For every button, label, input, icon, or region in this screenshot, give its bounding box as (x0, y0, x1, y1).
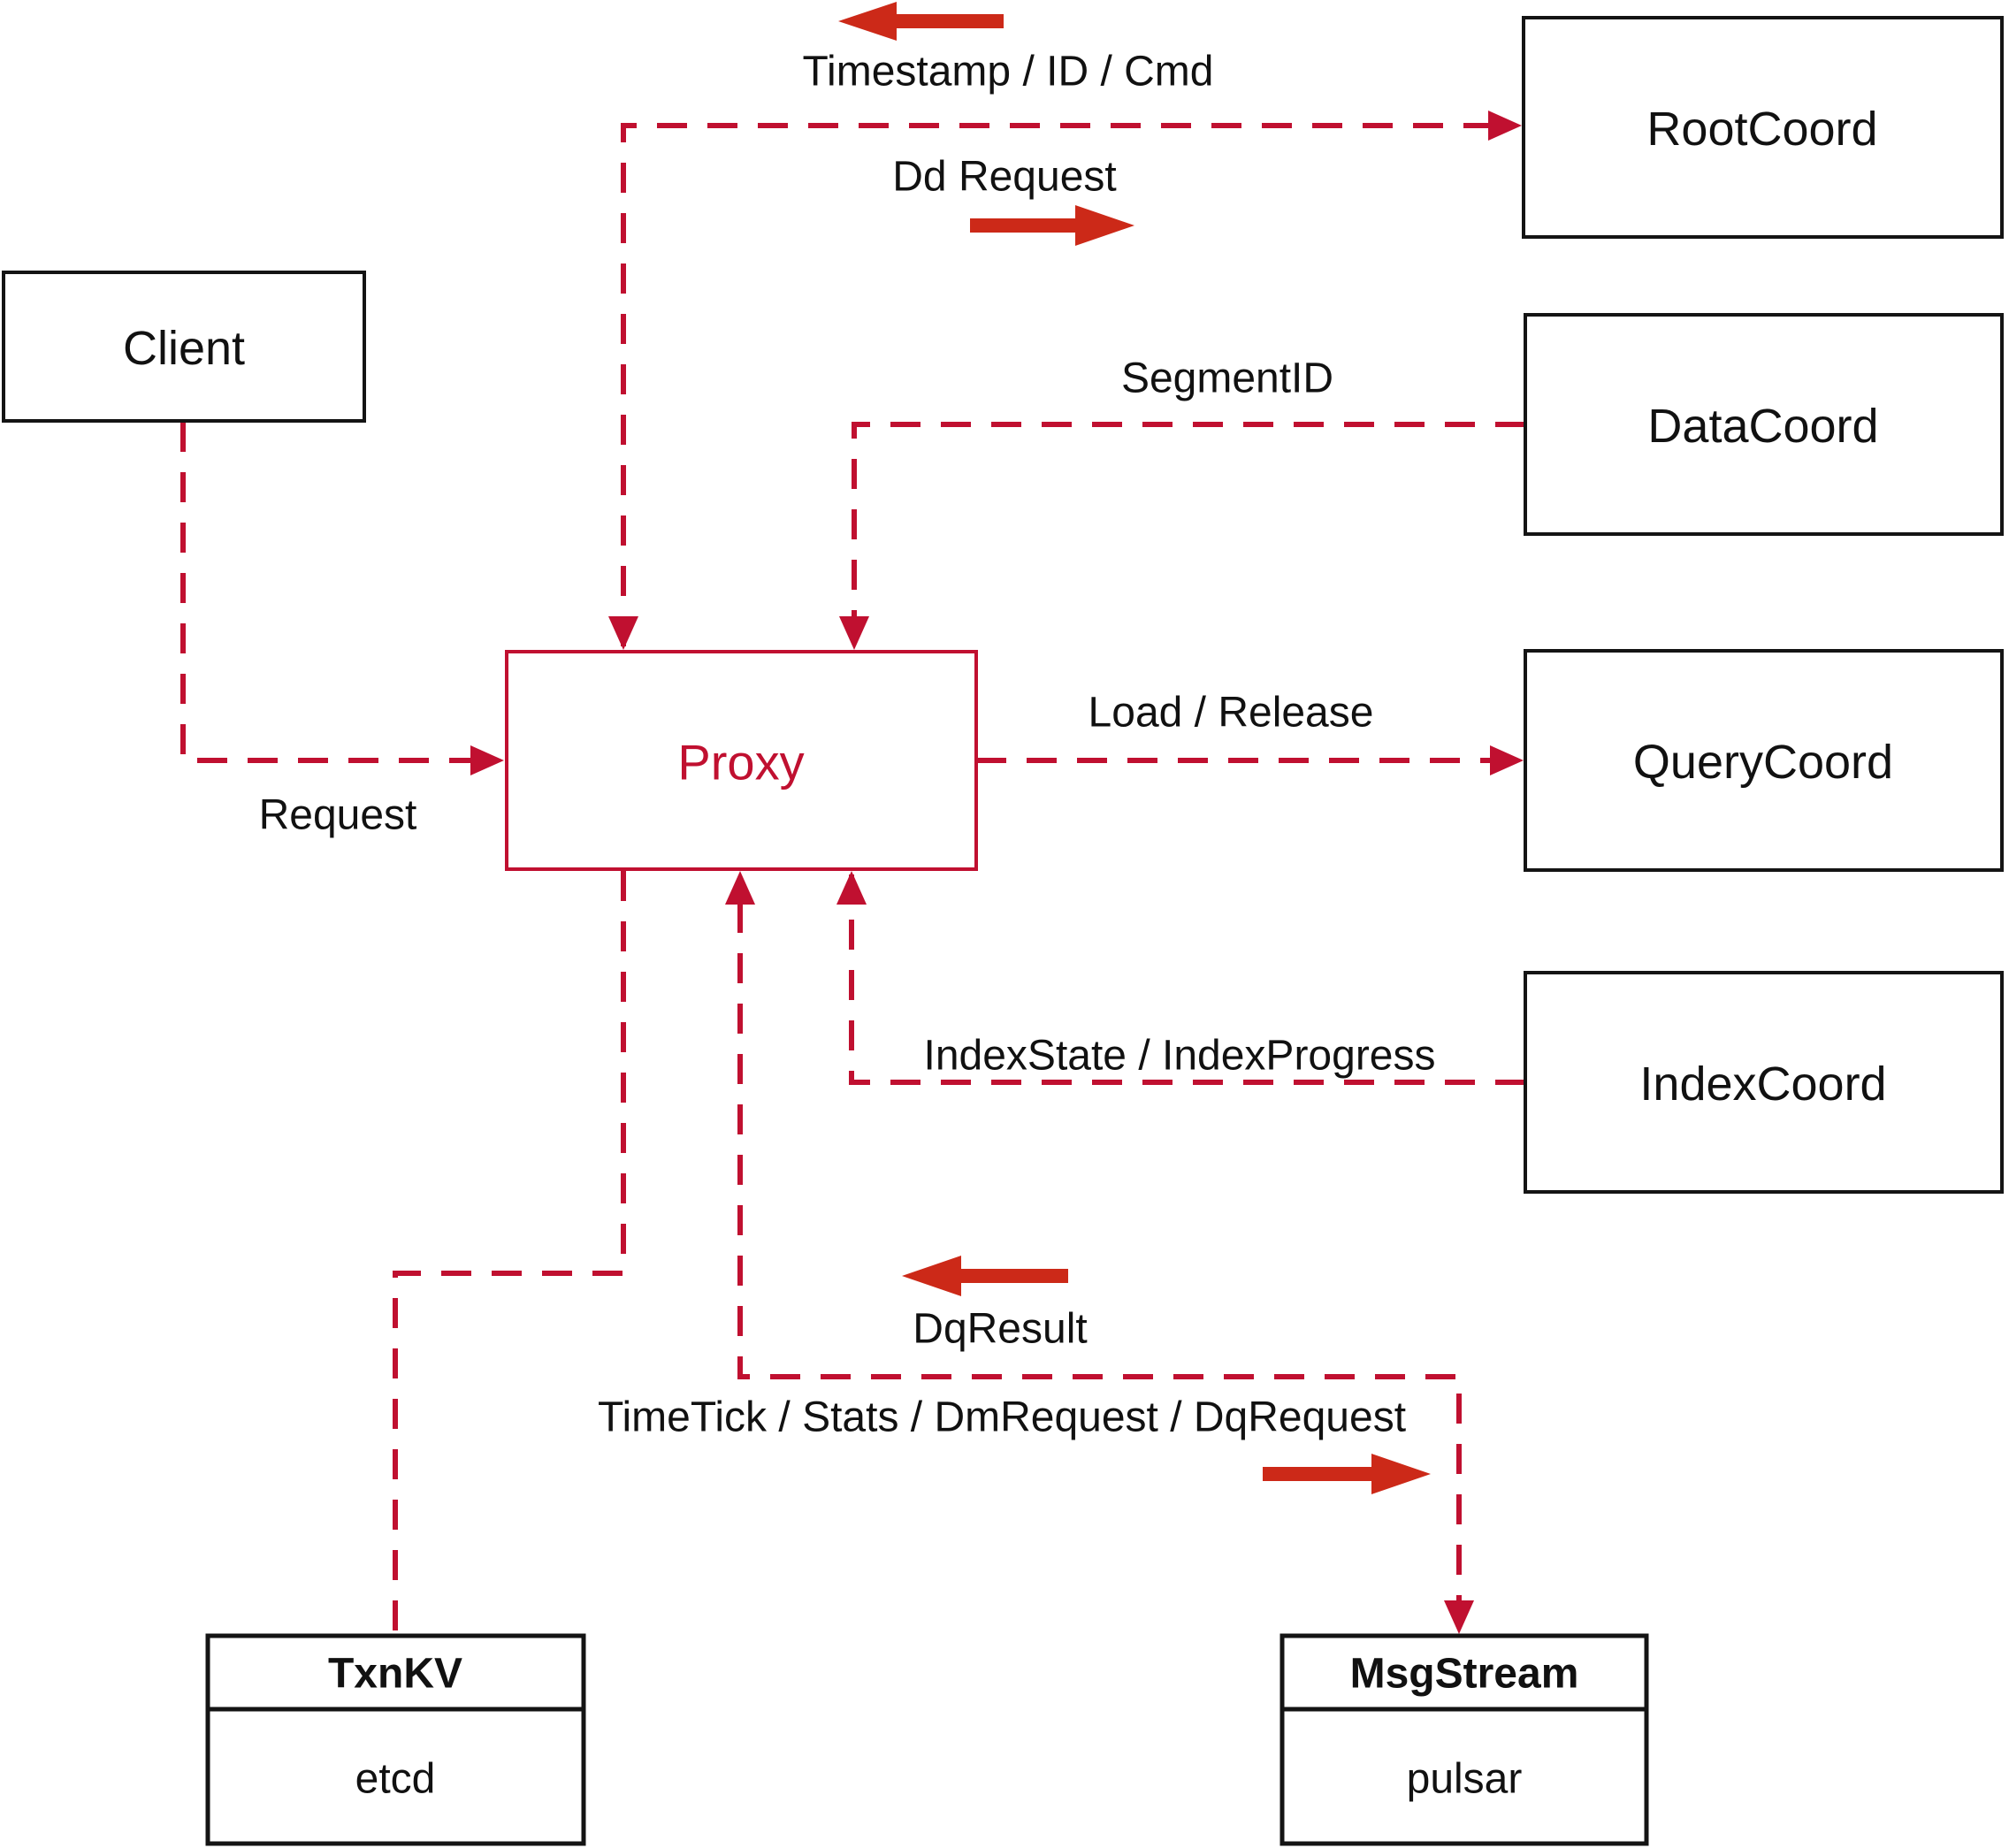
arrowhead-into-proxy-left-icon (470, 745, 504, 775)
node-datacoord: DataCoord (1524, 313, 2004, 536)
edge-label-index-state-progress: IndexState / IndexProgress (924, 1033, 1436, 1080)
node-client: Client (2, 271, 366, 423)
edge-proxy-to-txnkv (393, 871, 626, 1634)
node-indexcoord: IndexCoord (1524, 971, 2004, 1194)
edge-label-dd-request: Dd Request (892, 154, 1116, 201)
msgstream-impl-label: pulsar (1407, 1756, 1523, 1803)
txnkv-box (205, 1633, 586, 1846)
arrowhead-into-proxy-bottom-left-icon (725, 871, 755, 905)
datacoord-box (1524, 313, 2004, 536)
arrowhead-into-msgstream-icon (1444, 1600, 1474, 1634)
msgstream-box (1279, 1633, 1649, 1846)
txnkv-impl-label: etcd (355, 1756, 436, 1803)
edge-label-load-release: Load / Release (1089, 690, 1374, 737)
direction-arrow-left-dq-result-icon (902, 1256, 1068, 1296)
node-rootcoord: RootCoord (1522, 16, 2004, 239)
node-txnkv: TxnKV etcd (205, 1633, 586, 1846)
rootcoord-box (1522, 16, 2004, 239)
querycoord-label: QueryCoord (1633, 736, 1893, 789)
client-label: Client (123, 322, 245, 375)
msgstream-title: MsgStream (1350, 1651, 1579, 1698)
node-msgstream: MsgStream pulsar (1279, 1633, 1649, 1846)
edge-datacoord-to-proxy (852, 422, 1525, 646)
edge-proxy-to-msgstream (737, 903, 1462, 1602)
arrowhead-into-rootcoord-icon (1488, 111, 1522, 141)
edge-label-timetick-stats: TimeTick / Stats / DmRequest / DqRequest (598, 1394, 1406, 1441)
connectors (180, 123, 1525, 1634)
arrowhead-into-proxy-top-right-icon (839, 616, 869, 650)
client-box (2, 271, 366, 423)
indexcoord-box (1524, 971, 2004, 1194)
datacoord-label: DataCoord (1647, 400, 1878, 453)
node-proxy: Proxy (505, 650, 978, 871)
edge-client-to-proxy (180, 422, 492, 763)
proxy-box (505, 650, 978, 871)
edge-label-dq-result: DqResult (913, 1306, 1087, 1353)
querycoord-box (1524, 649, 2004, 872)
edge-indexcoord-to-proxy (849, 874, 1525, 1085)
proxy-label: Proxy (677, 735, 804, 790)
rootcoord-label: RootCoord (1646, 103, 1877, 156)
arrowhead-into-proxy-bottom-right-icon (836, 871, 867, 905)
indexcoord-label: IndexCoord (1639, 1058, 1886, 1111)
direction-arrow-right-dd-request-icon (970, 205, 1134, 246)
direction-annotations (838, 2, 1431, 1494)
direction-arrow-left-timestamp-icon (838, 2, 1004, 41)
arrowhead-into-querycoord-icon (1490, 745, 1524, 775)
arrowhead-into-proxy-top-left-icon (608, 616, 638, 650)
edge-proxy-to-rootcoord (621, 123, 1508, 646)
edge-label-request: Request (259, 792, 417, 839)
node-querycoord: QueryCoord (1524, 649, 2004, 872)
edge-label-segment-id: SegmentID (1121, 355, 1333, 402)
direction-arrow-right-timetick-icon (1263, 1454, 1431, 1494)
edge-label-timestamp-id-cmd: Timestamp / ID / Cmd (803, 49, 1214, 95)
edge-labels: Request Timestamp / ID / Cmd Dd Request … (259, 49, 1436, 1441)
txnkv-title: TxnKV (328, 1651, 462, 1698)
arrowheads (470, 111, 1524, 1634)
